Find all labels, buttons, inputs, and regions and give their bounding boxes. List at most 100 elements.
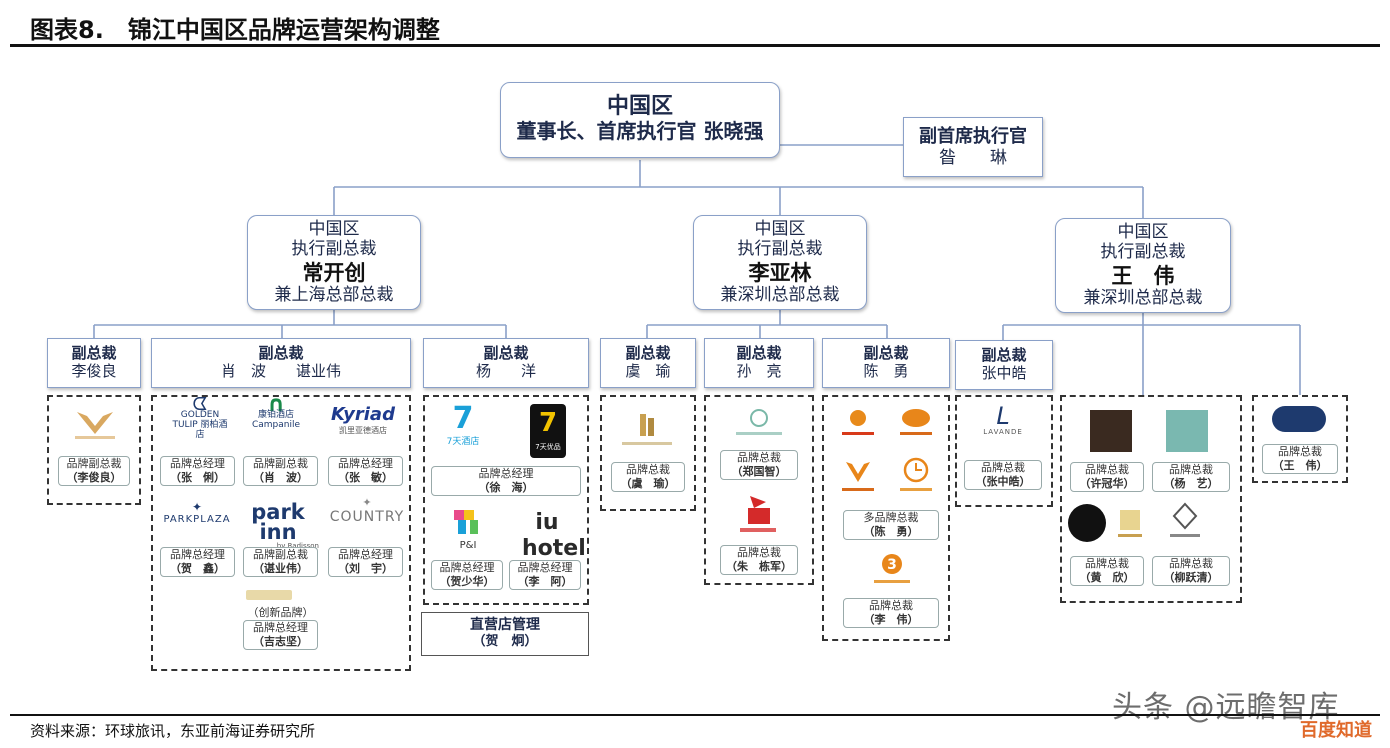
innovation-role: 品牌总经理 （吉志坚） <box>243 620 318 650</box>
role-label: 品牌副总裁 <box>253 548 308 561</box>
figure-title: 图表8.锦江中国区品牌运营架构调整 <box>30 10 440 45</box>
vp-title: 副总裁 <box>258 344 304 362</box>
vp-name: 杨 洋 <box>475 362 536 380</box>
evp-region: 中国区 <box>1117 222 1169 242</box>
vp-name: 孙 亮 <box>736 362 782 380</box>
brand-logo-vienna-international-icon <box>892 404 940 444</box>
innovation-card: （创新品牌） 品牌总经理 （吉志坚） <box>243 606 318 658</box>
role-label: 品牌总裁 <box>1278 445 1322 458</box>
brand-logo-7days-premium: 7 7天优品 <box>530 404 566 458</box>
evp-name: 李亚林 <box>748 259 812 285</box>
brand-logo-vienna-orange-icon <box>836 404 880 444</box>
brand-logo-vienna-v-icon <box>836 454 880 498</box>
direct-store-person: （贺 炯） <box>472 633 538 649</box>
brand-logo-gold-icon <box>1112 506 1148 542</box>
direct-store-box: 直营店管理 （贺 炯） <box>421 612 589 656</box>
brand-logo-clock-icon <box>892 454 940 498</box>
role-card: 品牌总经理 （贺少华） <box>431 560 503 590</box>
evp-region: 中国区 <box>754 219 806 239</box>
ornament-icon <box>736 409 782 435</box>
role-label: 品牌总裁 <box>737 451 781 464</box>
innovation-logo-icon <box>246 590 292 600</box>
role-person: （柳跃清） <box>1163 571 1219 584</box>
role-card: 品牌总裁 （朱 栋军） <box>720 545 798 575</box>
evp-title: 执行副总裁 <box>1100 242 1186 263</box>
vp-box-6: 副总裁 陈 勇 <box>822 338 950 388</box>
brand-group-2 <box>151 395 411 671</box>
ceo-box: 中国区 董事长、首席执行官 张晓强 <box>500 82 780 158</box>
role-label: 品牌总经理 <box>253 621 308 634</box>
role-card: 品牌副总裁 （肖 波） <box>243 456 318 486</box>
role-label: 品牌总裁 <box>869 599 913 612</box>
brand-logo-metropolo <box>612 408 682 454</box>
figure-number: 图表8. <box>30 16 104 44</box>
arch-icon: ∩ <box>267 392 285 417</box>
parkinn-sub: by Radisson <box>276 542 319 550</box>
vp-title: 副总裁 <box>483 344 529 362</box>
direct-store-label: 直营店管理 <box>470 617 540 633</box>
role-card: 品牌总裁 （张中皓） <box>964 460 1042 490</box>
evp-name: 王 伟 <box>1111 262 1175 288</box>
ceo-title: 董事长、首席执行官 张晓强 <box>516 119 764 144</box>
role-label: 品牌总经理 <box>170 548 225 561</box>
brand-group-8 <box>1060 395 1242 603</box>
vp-title: 副总裁 <box>736 344 782 362</box>
role-label: 品牌总裁 <box>1085 463 1129 476</box>
brand-logo-kyriad: Kyriad 凯里亚德酒店 <box>328 404 398 448</box>
watermark-2: 百度知道 <box>1300 720 1372 741</box>
brand-logo-black-circle-icon <box>1068 504 1106 542</box>
brand-logo-golden-tulip: ᗧ GOLDEN TULIP 丽柏酒店 <box>170 394 230 448</box>
role-card: 品牌副总裁 （李俊良） <box>58 456 130 486</box>
vp-box-2: 副总裁 肖 波 谌业伟 <box>151 338 411 388</box>
role-card: 品牌总经理 （贺 鑫） <box>160 547 235 577</box>
campanile-label: 康铂酒店 Campanile <box>251 410 301 430</box>
role-person: （朱 栋军） <box>726 560 792 573</box>
brand-logo-iu: iu hotel <box>522 510 586 561</box>
brand-group-3 <box>423 395 589 605</box>
parkinn-label: park inn <box>251 500 305 544</box>
vp-name: 肖 波 谌业伟 <box>220 362 341 380</box>
evp-box-1: 中国区 执行副总裁 常开创 兼上海总部总裁 <box>247 215 421 310</box>
role-card: 品牌总裁 （虞 瑜） <box>611 462 685 492</box>
role-person: （黄 欣） <box>1079 571 1135 584</box>
brand-logo-country: ✦ COUNTRY <box>328 496 406 532</box>
brand-logo-lavande: L LAVANDE <box>970 404 1036 448</box>
kyriad-label: Kyriad <box>331 404 395 425</box>
deputy-ceo-title: 副首席执行官 <box>919 126 1027 147</box>
vp-box-4: 副总裁 虞 瑜 <box>600 338 696 388</box>
evp-note: 兼上海总部总裁 <box>274 284 394 305</box>
role-card: 品牌总裁 （李 伟） <box>843 598 939 628</box>
role-person: （王 伟） <box>1272 459 1328 472</box>
role-card: 品牌总经理 （李 阿） <box>509 560 581 590</box>
watermark: 头条 @远瞻智库 <box>1112 690 1340 725</box>
deputy-ceo-name: 昝 琳 <box>939 147 1007 168</box>
brand-group-9 <box>1252 395 1348 483</box>
vp-name: 陈 勇 <box>863 362 909 380</box>
brand-logo-pi: P&I <box>446 506 490 552</box>
evp-note: 兼深圳总部总裁 <box>720 284 840 305</box>
role-person: （徐 海） <box>478 481 534 494</box>
source-note: 资料来源：环球旅讯，东亚前海证券研究所 <box>30 722 316 740</box>
parkplaza-label: PARKPLAZA <box>163 514 231 525</box>
role-label: 品牌总经理 <box>170 457 225 470</box>
vp-name: 李俊良 <box>71 362 117 380</box>
role-person: （郑国智） <box>731 465 787 478</box>
vp-box-5: 副总裁 孙 亮 <box>704 338 814 388</box>
tulip-icon: ᗧ <box>192 394 208 415</box>
role-person: （虞 瑜） <box>620 477 676 490</box>
role-label: 品牌总经理 <box>517 561 573 574</box>
role-label: 品牌总经理 <box>338 548 393 561</box>
ceo-region: 中国区 <box>606 93 673 119</box>
role-person: （张中皓） <box>975 475 1031 488</box>
leaf-icon: ✦ <box>191 500 203 514</box>
vp-title: 副总裁 <box>863 344 909 362</box>
role-label: 品牌总裁 <box>737 546 781 559</box>
role-person: （李 伟） <box>863 613 919 626</box>
role-card: 品牌总经理 （徐 海） <box>431 466 581 496</box>
role-label: 品牌总经理 <box>338 457 393 470</box>
evp-title: 执行副总裁 <box>291 239 377 260</box>
iu-label: iu hotel <box>522 510 586 561</box>
role-person: （李俊良） <box>66 471 122 484</box>
country-icon: ✦ <box>362 496 372 509</box>
brand-logo-innovation <box>240 588 298 606</box>
